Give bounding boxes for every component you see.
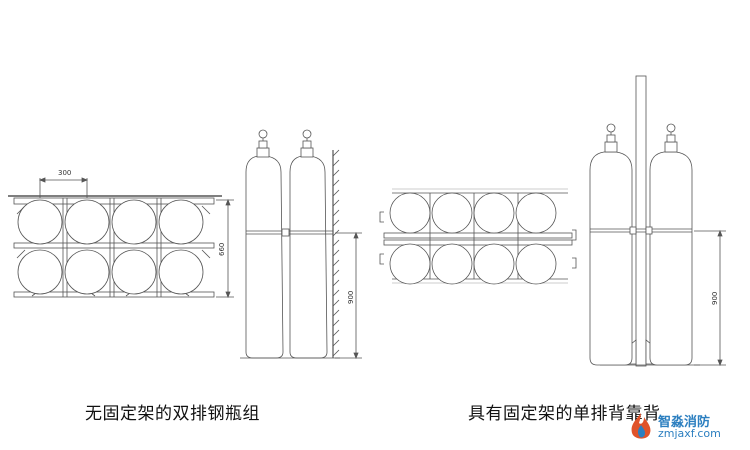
watermark-brand: 智淼消防 [658,415,711,430]
watermark: 智淼消防 zmjaxf.com [624,411,734,445]
left-side-height-label: 900 [347,291,355,304]
spacing-dimension: 300 [38,169,89,208]
left-caption: 无固定架的双排钢瓶组 [85,404,260,424]
right-plan-view [379,188,577,285]
right-caption: 具有固定架的单排背靠背 [468,404,661,424]
watermark-domain: zmjaxf.com [658,427,721,440]
right-side-view: 900 [589,75,726,367]
rack-height-dimension: 660 [216,198,234,299]
left-plan-view: 300 [8,169,234,299]
right-side-height-dimension: 900 [694,229,726,367]
cylinder [589,123,633,366]
cylinder [245,129,284,359]
flame-logo-icon [631,413,651,439]
spacing-label: 300 [58,169,71,177]
left-side-view: 900 [240,129,362,360]
right-side-height-label: 900 [711,292,719,305]
cylinder [649,123,693,366]
left-side-height-dimension: 900 [335,231,362,360]
rack-height-label: 660 [218,243,226,256]
cylinder [289,129,328,359]
